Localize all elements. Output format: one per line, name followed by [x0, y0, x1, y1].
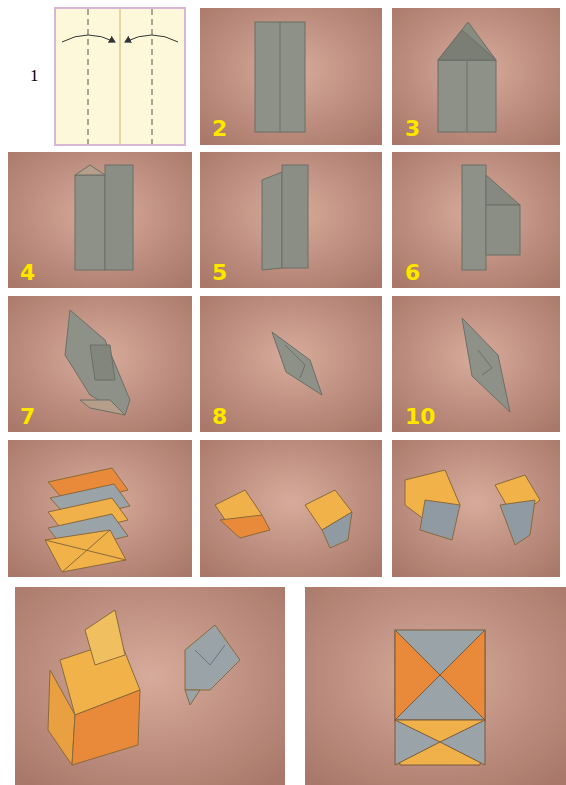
fold-diagram	[55, 8, 185, 145]
step-number: 1	[30, 67, 39, 84]
step-number: 3	[405, 118, 420, 140]
paper-units	[45, 468, 130, 572]
step-number: 7	[20, 406, 35, 428]
paper-step	[462, 318, 510, 412]
step-number: 10	[405, 406, 436, 428]
paper-cube	[48, 610, 240, 765]
paper-cube	[395, 630, 485, 765]
paper-step	[462, 165, 520, 270]
paper-step	[272, 332, 322, 395]
paper-step	[65, 310, 130, 415]
paper-step	[75, 165, 133, 270]
step-number: 2	[212, 118, 227, 140]
photo-ground	[8, 8, 566, 785]
step-number: 8	[212, 406, 227, 428]
paper-units	[215, 490, 352, 548]
paper-step	[438, 22, 496, 132]
step-number: 4	[20, 262, 35, 284]
paper-step	[255, 22, 305, 132]
paper-step	[262, 165, 308, 270]
step-number: 5	[212, 262, 227, 284]
paper-units	[405, 470, 540, 545]
step-number: 6	[405, 262, 420, 284]
